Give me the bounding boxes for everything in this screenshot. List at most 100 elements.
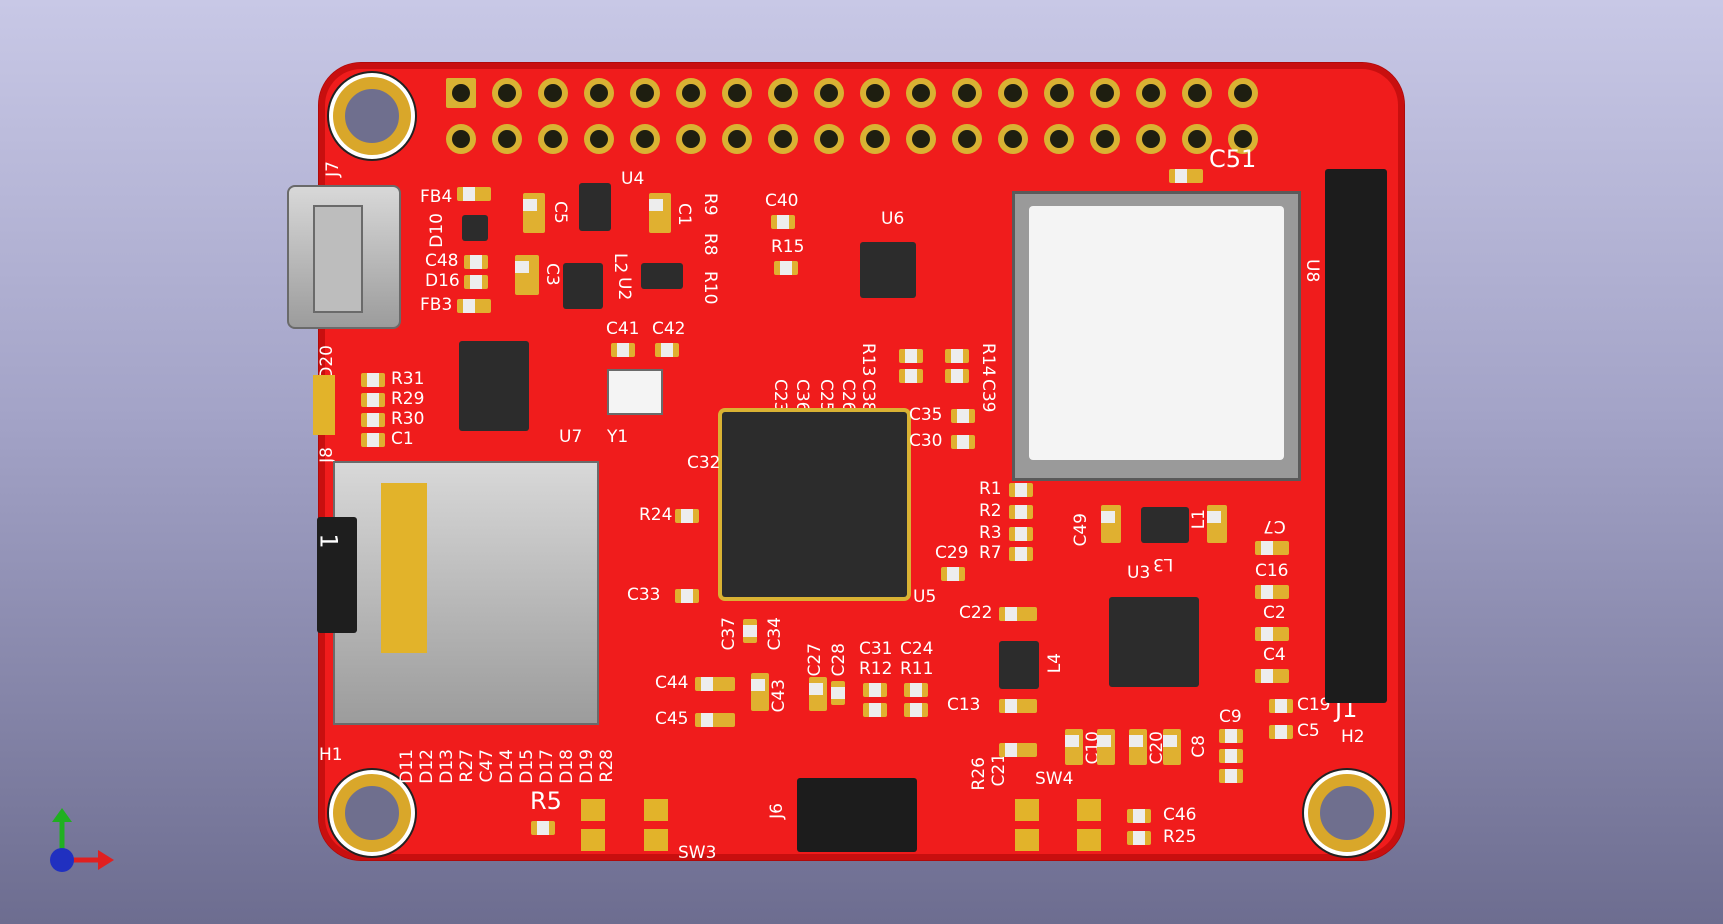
label-j7: J7: [323, 161, 343, 177]
label-r29: R29: [391, 389, 425, 409]
gpio-pin: [722, 78, 752, 108]
label-bottom-1: D12: [417, 749, 437, 784]
label-u4: U4: [621, 169, 645, 189]
c9-part: [1219, 729, 1243, 743]
c40-part: [771, 215, 795, 229]
r24-part: [675, 509, 699, 523]
j1-header: [1325, 169, 1387, 703]
label-y1: Y1: [607, 427, 629, 447]
label-r15: R15: [771, 237, 805, 257]
label-l3: L3: [1153, 554, 1174, 574]
label-sw3: SW3: [678, 843, 717, 863]
c41-part: [611, 343, 635, 357]
label-c5-top: C5: [550, 201, 570, 224]
d10-part: [462, 215, 488, 241]
c38-part: [899, 369, 923, 383]
gpio-pin: [768, 124, 798, 154]
label-c1-top: C1: [674, 203, 694, 226]
c44-part: [695, 677, 735, 691]
label-r1: R1: [979, 479, 1002, 499]
gpio-pin: [998, 124, 1028, 154]
sw4-pad-bl: [1015, 829, 1039, 851]
c4-part: [1255, 669, 1289, 683]
l2-inductor: [563, 263, 603, 309]
label-c30: C30: [909, 431, 943, 451]
gpio-pin: [492, 78, 522, 108]
label-pin1: 1: [314, 533, 343, 549]
label-c9: C9: [1219, 707, 1242, 727]
gpio-pin: [814, 78, 844, 108]
u5-mcu-chip: [722, 412, 907, 597]
c6-part: [1163, 729, 1181, 765]
label-bottom-8: D18: [557, 749, 577, 784]
fb4-part: [457, 187, 491, 201]
label-c42: C42: [652, 319, 686, 339]
label-sw4: SW4: [1035, 769, 1074, 789]
label-bottom-5: D14: [497, 749, 517, 784]
label-c48: C48: [425, 251, 459, 271]
c8-part: [1219, 769, 1243, 783]
label-c13: C13: [947, 695, 981, 715]
label-c41: C41: [606, 319, 640, 339]
label-r25: R25: [1163, 827, 1197, 847]
label-c3: C3: [542, 263, 562, 286]
label-r12: R12: [859, 659, 893, 679]
r25-part: [1127, 831, 1151, 845]
label-bottom-9: D19: [577, 749, 597, 784]
sw4-pad-tl: [1015, 799, 1039, 821]
label-bottom-3: R27: [457, 749, 477, 783]
r2-part: [1009, 505, 1033, 519]
label-l1: L1: [1189, 509, 1209, 530]
c51-part: [1169, 169, 1203, 183]
c31-part: [863, 683, 887, 697]
micro-usb-port: [313, 205, 363, 313]
sw3-pad-tr: [644, 799, 668, 821]
c11-part: [1097, 729, 1115, 765]
label-c21: C21: [989, 753, 1009, 787]
u2-chip: [641, 263, 683, 289]
c48-part: [464, 255, 488, 269]
c13-part: [999, 699, 1037, 713]
label-c16: C16: [1255, 561, 1289, 581]
label-c37: C37: [719, 617, 739, 651]
label-c22: C22: [959, 603, 993, 623]
gpio-pin: [538, 78, 568, 108]
l1-inductor: [1141, 507, 1189, 543]
c43-part: [751, 673, 769, 711]
label-r13: R13: [858, 343, 878, 377]
label-bottom-7: D17: [537, 749, 557, 784]
c45-part: [695, 713, 735, 727]
label-fb4: FB4: [420, 187, 453, 207]
c24-part: [904, 683, 928, 697]
label-r8: R8: [700, 233, 720, 256]
label-r5: R5: [530, 787, 562, 815]
c27-part: [809, 677, 827, 711]
label-r31: R31: [391, 369, 425, 389]
label-c27: C27: [805, 643, 825, 677]
gpio-pin: [676, 124, 706, 154]
label-u6: U6: [881, 209, 905, 229]
label-c31: C31: [859, 639, 893, 659]
gpio-pin: [722, 124, 752, 154]
c5-part: [1269, 725, 1293, 739]
label-c35: C35: [909, 405, 943, 425]
c30-part: [951, 435, 975, 449]
mounting-hole-bottom-right: [1308, 774, 1386, 852]
label-r24: R24: [639, 505, 673, 525]
c16-part: [1255, 585, 1289, 599]
pcb-board[interactable]: J7 FB4 D10 C48 D16 FB3 C5 U4 C1 R9 R8 R1…: [287, 63, 1404, 863]
z-axis-dot: [50, 848, 74, 872]
label-u3: U3: [1127, 563, 1151, 583]
gpio-pin: [1182, 78, 1212, 108]
label-r11: R11: [900, 659, 934, 679]
gpio-pin: [630, 78, 660, 108]
sw4-pad-br: [1077, 829, 1101, 851]
label-r30: R30: [391, 409, 425, 429]
gpio-pin: [1136, 78, 1166, 108]
label-c7: C7: [1263, 516, 1286, 536]
gpio-pin: [1182, 124, 1212, 154]
gpio-pin: [1044, 78, 1074, 108]
label-c1: C1: [391, 429, 414, 449]
label-c34: C34: [765, 617, 785, 651]
